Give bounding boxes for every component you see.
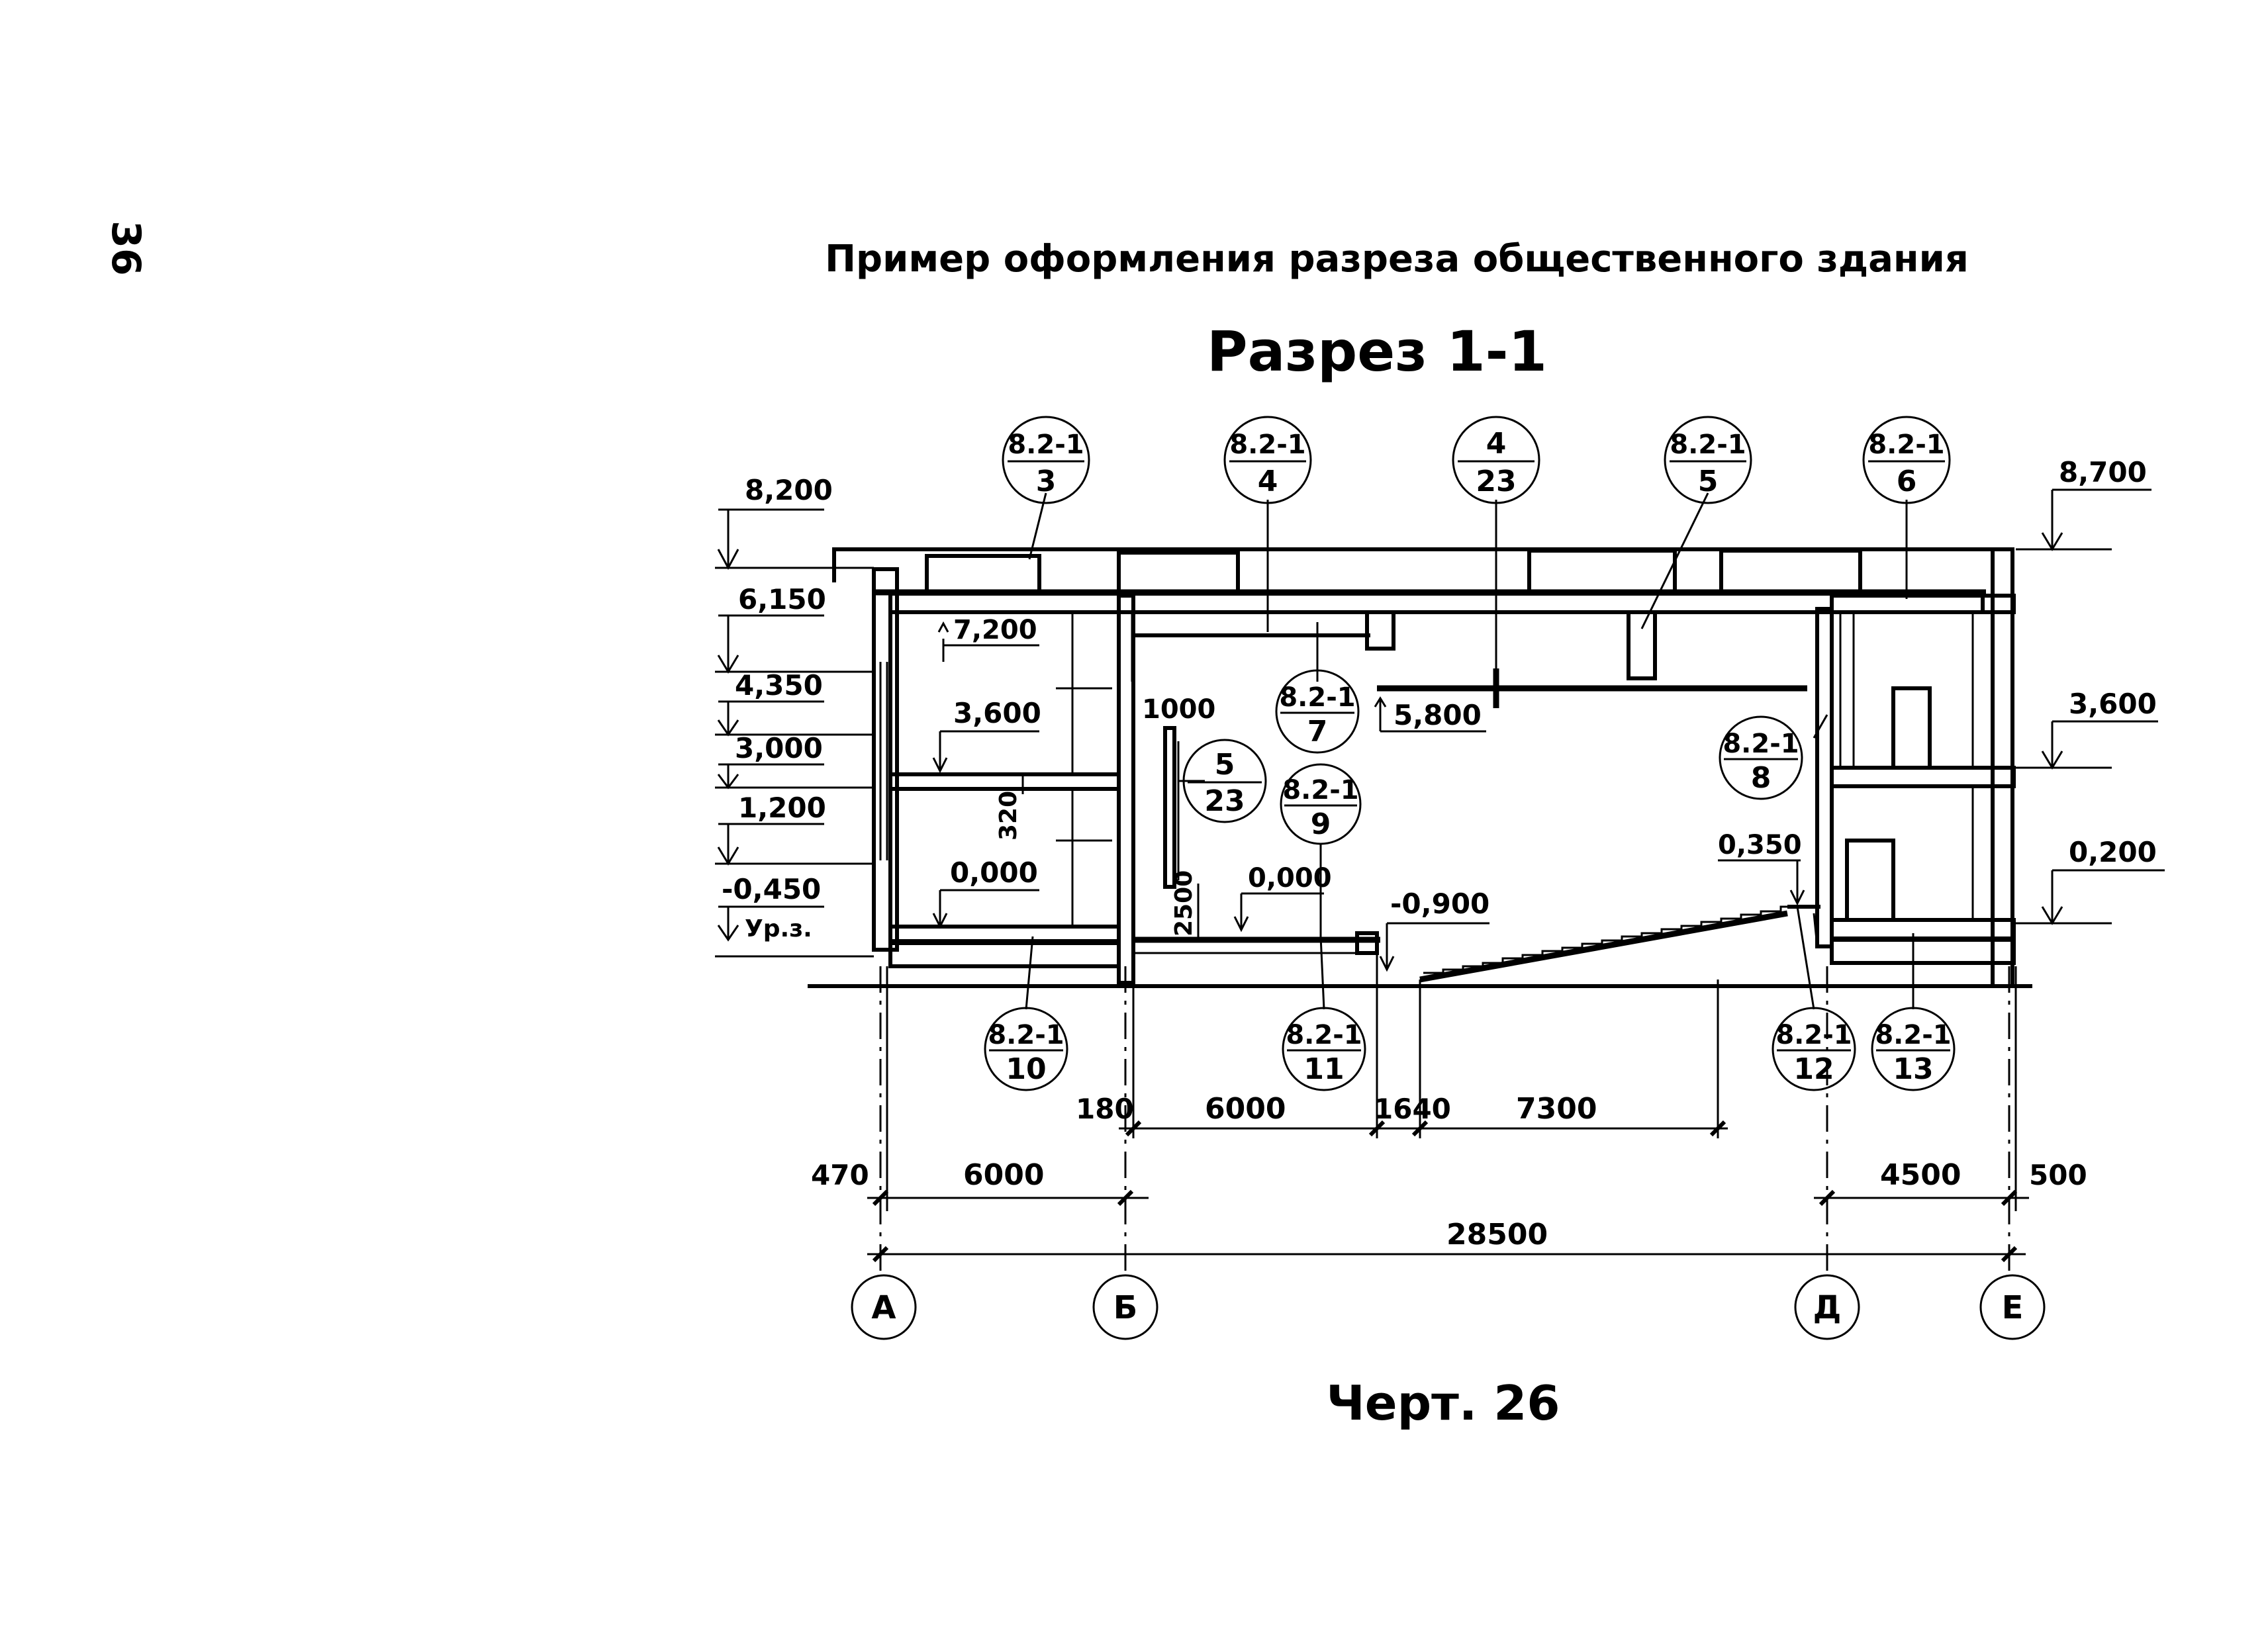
level-label: 0,200 [2069,836,2157,868]
drawing-caption: Черт. 26 [1327,1375,1560,1431]
dim-label: 6000 [963,1158,1044,1192]
callout-bubble: 8.2-1 9 [1280,763,1362,845]
ground-level-label: Ур.з. [745,915,812,942]
building-section [715,547,2032,988]
svg-text:8.2-1: 8.2-1 [1279,682,1355,713]
section-title: Разрез 1-1 [1207,319,1547,384]
dim-label: 1640 [1374,1093,1451,1125]
svg-text:13: 13 [1893,1052,1933,1086]
svg-text:3: 3 [1036,465,1057,498]
level-label: 5,800 [1394,699,1482,731]
dim-label: 320 [995,791,1022,841]
level-label: 0,350 [1718,830,1802,860]
svg-text:8.2-1: 8.2-1 [1286,1020,1362,1050]
callouts-inner: 8.2-1 7 5 23 8.2-1 9 8.2-1 8 [1182,669,1803,845]
svg-text:А: А [871,1289,896,1326]
svg-text:8: 8 [1751,761,1772,795]
callout-bubble: 4 23 [1452,416,1540,504]
level-label: 4,350 [735,669,823,702]
level-label: 0,000 [950,856,1038,889]
svg-text:11: 11 [1303,1052,1344,1086]
svg-text:8.2-1: 8.2-1 [988,1020,1064,1050]
page-header: Пример оформления разреза общественного … [825,238,1969,281]
callout-bubble: 5 23 [1182,739,1267,823]
level-marks-left: 8,200 6,150 4,350 3,000 1,200 -0,450 Ур.… [715,474,874,942]
level-label: 6,150 [738,583,826,616]
dim-label: 28500 [1446,1218,1548,1252]
axis-marker: Е [1979,1274,2046,1340]
svg-text:8.2-1: 8.2-1 [1868,430,1944,460]
svg-text:10: 10 [1006,1052,1046,1086]
svg-text:8.2-1: 8.2-1 [1229,430,1305,460]
dim-label: 180 [1076,1093,1134,1125]
dim-label: 6000 [1205,1092,1286,1126]
callout-bubble: 8.2-1 5 [1664,416,1752,504]
svg-text:8.2-1: 8.2-1 [1723,729,1799,759]
level-label: 8,700 [2059,456,2147,488]
callout-bubble: 8.2-1 10 [984,1007,1068,1091]
level-marks-right: 8,700 3,600 0,200 [2016,456,2165,925]
svg-text:5: 5 [1215,748,1235,782]
page-number: 36 [103,220,149,276]
callout-bubble: 8.2-1 3 [1002,416,1090,504]
dim-label: 1000 [1142,694,1215,725]
callout-bubble: 8.2-1 13 [1871,1007,1956,1091]
level-label: -0,900 [1390,888,1489,920]
dim-label: 500 [2029,1159,2087,1191]
svg-text:8.2-1: 8.2-1 [1775,1020,1852,1050]
dim-label: 7300 [1516,1092,1597,1126]
svg-text:8.2-1: 8.2-1 [1670,430,1746,460]
svg-text:9: 9 [1311,807,1331,841]
dim-label: 2500 [1170,870,1198,936]
axis-marker: Д [1794,1274,1860,1340]
callout-bubble: 8.2-1 6 [1862,416,1951,504]
axis-marker: Б [1092,1274,1158,1340]
svg-text:23: 23 [1476,465,1516,498]
level-label: 3,600 [953,697,1041,729]
dimension-lines [867,774,2029,1271]
svg-text:8.2-1: 8.2-1 [1282,775,1358,805]
level-label: 3,000 [735,732,823,764]
level-label: 8,200 [745,474,833,506]
svg-text:4: 4 [1486,427,1507,461]
level-label: 1,200 [738,792,826,824]
dim-label: 4500 [1880,1158,1961,1192]
level-label: 7,200 [953,615,1037,645]
callouts-bottom: 8.2-1 10 8.2-1 11 8.2-1 12 8.2-1 13 [984,1007,1956,1091]
svg-text:7: 7 [1307,715,1328,749]
dimension-labels: 180 6000 1640 7300 470 6000 4500 500 285… [811,694,2087,1252]
svg-text:8.2-1: 8.2-1 [1008,430,1084,460]
dim-label: 470 [811,1159,869,1191]
callout-bubble: 8.2-1 7 [1275,669,1360,754]
level-marks-inner: 7,200 3,600 0,000 5,800 0,000 -0,900 0,3… [932,615,1805,972]
svg-text:5: 5 [1698,465,1719,498]
callout-bubble: 8.2-1 12 [1772,1007,1856,1091]
svg-text:8.2-1: 8.2-1 [1875,1020,1951,1050]
callout-bubble: 8.2-1 11 [1282,1007,1366,1091]
level-label: 0,000 [1248,863,1332,893]
callouts-top: 8.2-1 3 8.2-1 4 4 23 8.2-1 5 8.2-1 6 [1002,416,1951,504]
axis-marker: А [851,1274,917,1340]
svg-text:Е: Е [2002,1289,2024,1326]
svg-text:23: 23 [1204,784,1245,818]
axis-markers: А Б Д Е [851,1274,2046,1340]
callout-bubble: 8.2-1 8 [1719,715,1803,800]
svg-text:4: 4 [1258,465,1278,498]
callout-bubble: 8.2-1 4 [1223,416,1312,504]
svg-text:Б: Б [1113,1289,1138,1326]
svg-text:Д: Д [1813,1289,1842,1326]
svg-text:6: 6 [1897,465,1917,498]
level-label: -0,450 [722,873,821,905]
level-label: 3,600 [2069,688,2157,720]
callout-leaders [1025,492,1914,1010]
